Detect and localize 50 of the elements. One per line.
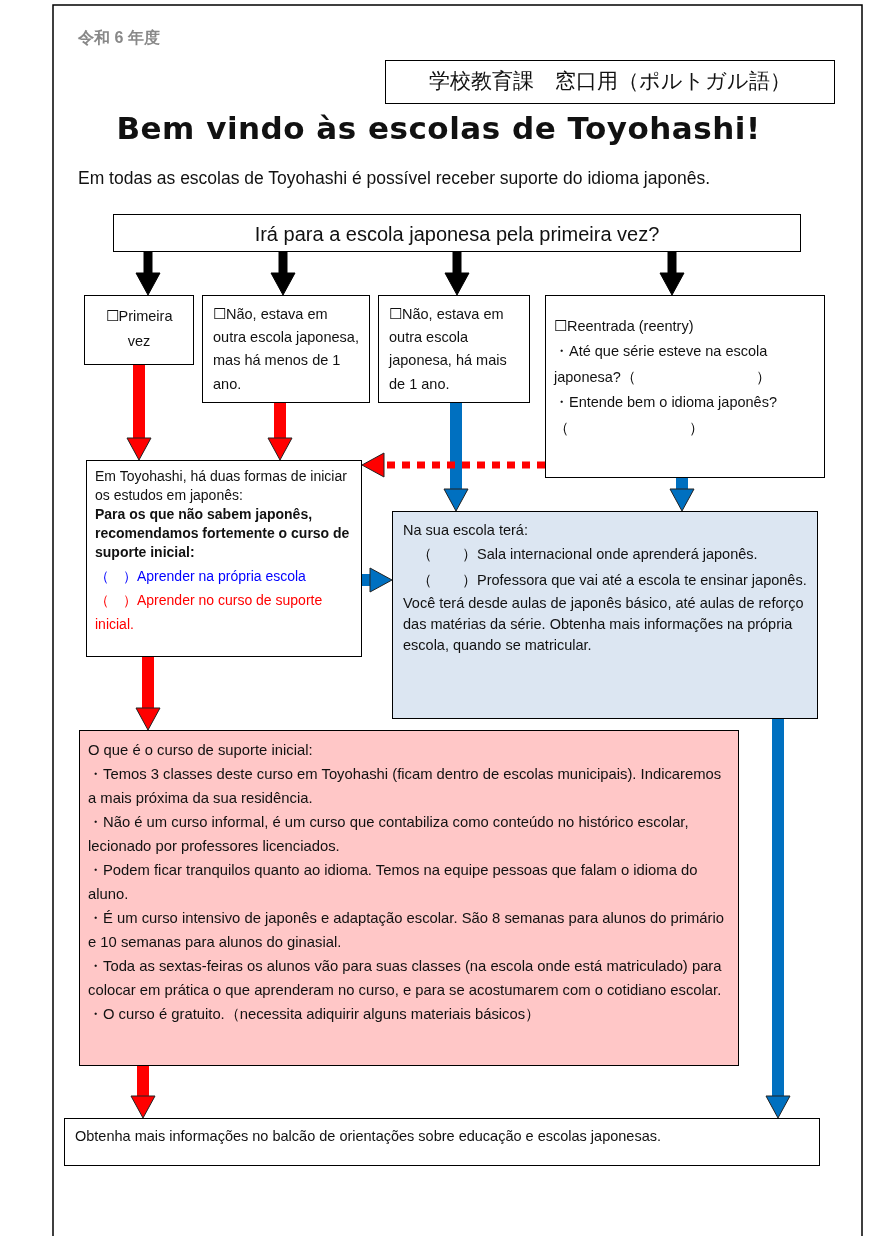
box-text: ・É um curso intensivo de japonês e adaptação escolar. São 8 semanas para alunos do primário e 10 semanas para alunos do ginasial. [88,908,726,952]
info-box [392,511,818,719]
info-box [86,460,362,657]
box-text: 学校教育課 窓口用（ポルトガル語） [428,68,792,94]
arrow [135,252,161,296]
box-text: Em Toyohashi, há duas formas de iniciar os estudos em japonês: [95,467,348,505]
box-text: ・Temos 3 classes deste curso em Toyohashi (ficam dentro de escolas municipais). Indicaremos a mais próxima da sua residência. [88,764,723,808]
box-text: Para os que não sabem japonês, recomendamos fortemente o curso de suporte inicial: [95,504,351,562]
arrow [135,657,161,731]
arrow [126,365,152,461]
box-text: （ ）Sala internacional onde aprenderá japonês. [416,545,759,564]
intro-text: Em todas as escolas de Toyohashi é possível receber suporte do idioma japonês. [78,168,710,189]
box-text: ☐Reentrada (reentry) [554,317,695,336]
option-box [378,295,530,403]
box-text: O que é o curso de suporte inicial: [88,741,314,760]
arrow [270,252,296,296]
arrow [443,403,469,512]
box-text: Irá para a escola japonesa pela primeira vez? [253,222,661,247]
arrow [362,567,393,593]
box-text: （ ）Aprender na própria escola [95,567,307,587]
info-box [79,730,739,1066]
arrow [659,252,685,296]
option-box [545,295,825,478]
footer-box [64,1118,820,1166]
box-text: ☐Não, estava em outra escola japonesa, há mais de 1 ano. [389,305,508,394]
arrow [669,478,695,512]
year-label: 令和 6 年度 [78,28,160,48]
box-text: Obtenha mais informações no balcão de orientações sobre educação e escolas japonesas. [75,1127,662,1146]
box-text: ・Podem ficar tranquilos quanto ao idioma. Temos na equipe pessoas que falam o idioma do aluno. [88,860,699,904]
question-box [113,214,801,252]
arrow [444,252,470,296]
box-text: ・Não é um curso informal, é um curso que contabiliza como conteúdo no histórico escolar, lecionado por professores licenciados. [88,812,690,856]
arrow [361,452,545,478]
box-text: Na sua escola terá: [403,521,529,540]
box-text: ・O curso é gratuito.（necessita adiquirir alguns materiais básicos） [88,1004,542,1024]
option-box [84,295,194,365]
box-text: （ ）Professora que vai até a escola te ensinar japonês. [416,571,807,591]
box-text: ・Até que série esteve na escola japonesa?（ ） [554,342,772,387]
box-text: ☐Primeira vez [104,307,174,351]
box-text: ・Toda as sextas-feiras os alunos vão para suas classes (na escola onde está matriculado) para colocar em prática o que aprenderam no curso, e para se acostumarem com o cotidiano escolar. [88,956,723,1000]
box-text: ☐Não, estava em outra escola japonesa, mas há menos de 1 ano. [213,305,359,394]
option-box [202,295,370,403]
box-text: Você terá desde aulas de japonês básico, até aulas de reforço das matérias da série. Obtenha mais informações na própria escola, quando se matricular. [403,594,805,656]
arrow [130,1066,156,1119]
title: Bem vindo às escolas de Toyohashi! [115,110,762,146]
arrow [765,719,791,1119]
header-box [385,60,835,104]
arrow [267,403,293,461]
box-text: （ ）Aprender no curso de suporte inicial. [95,591,324,635]
box-text: ・Entende bem o idioma japonês?（ ） [554,393,778,438]
